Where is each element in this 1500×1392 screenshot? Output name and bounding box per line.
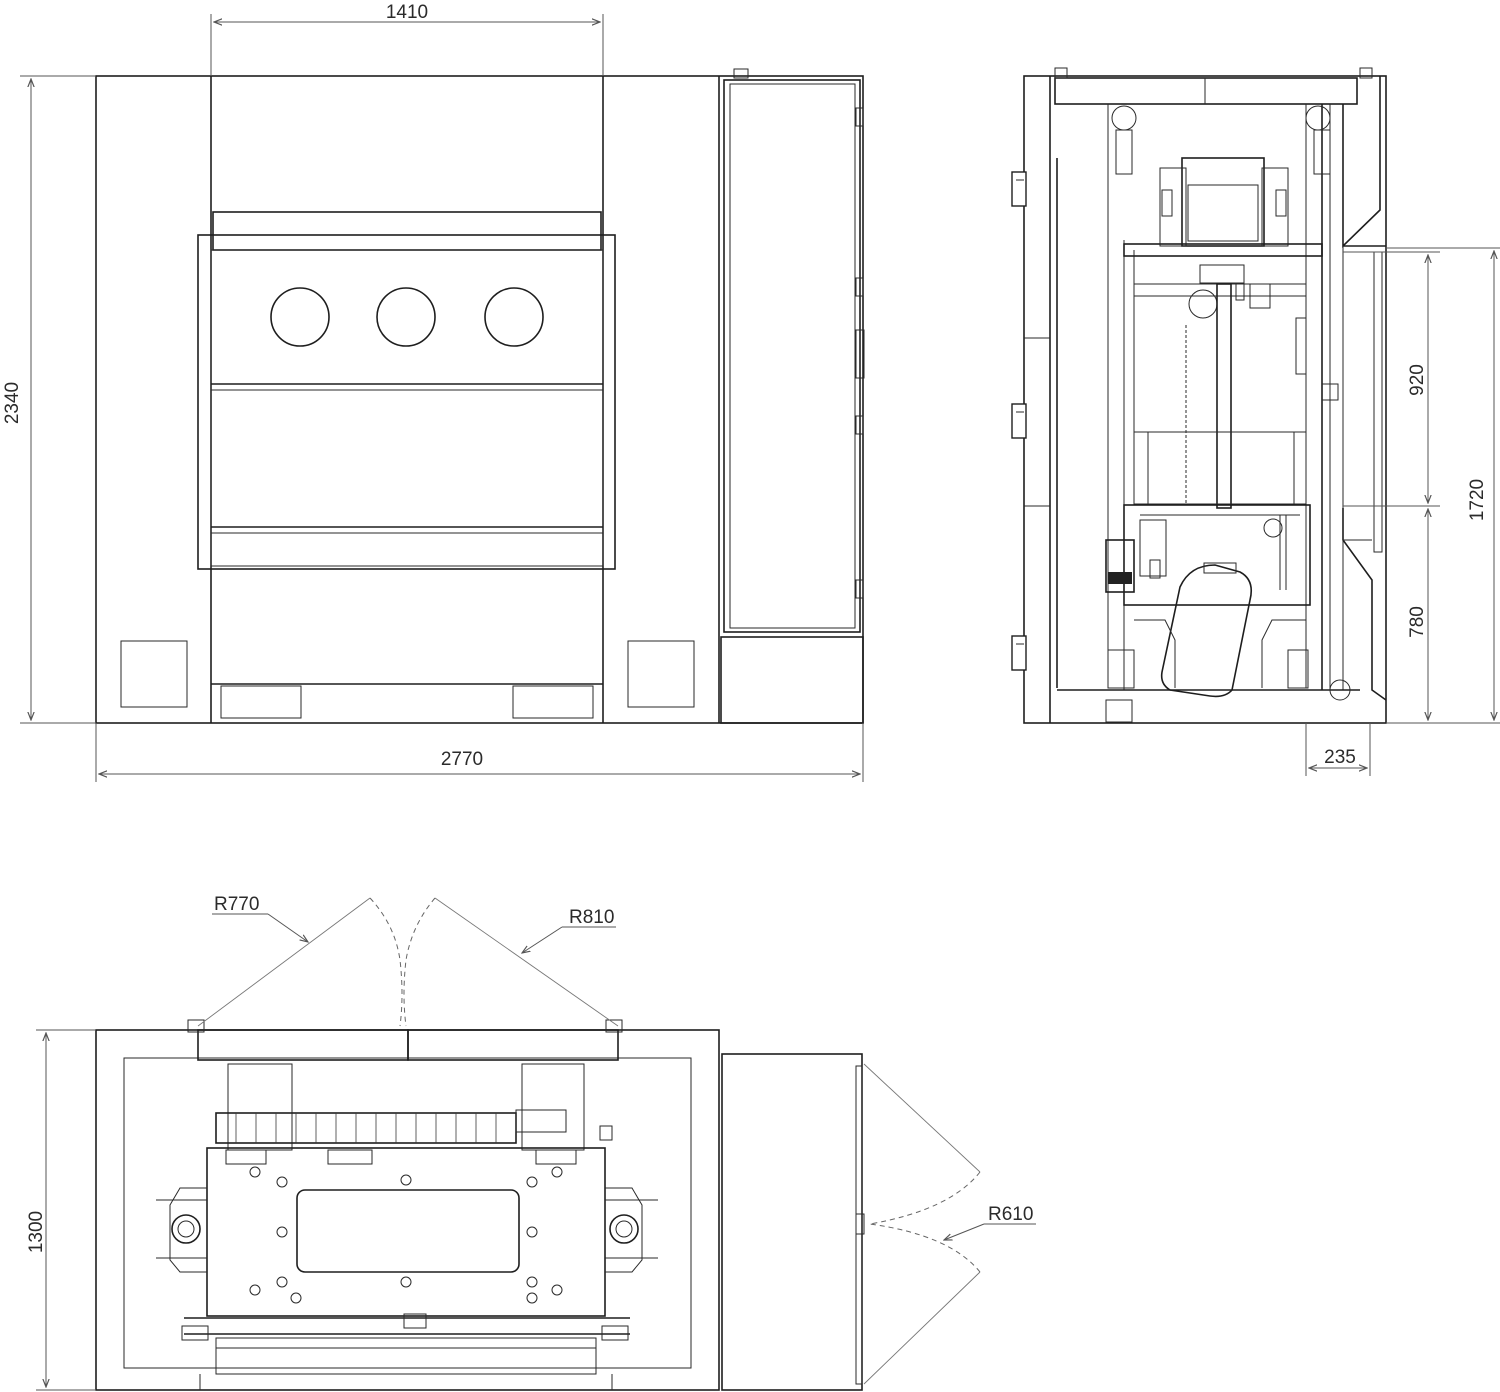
front-view [95, 68, 865, 724]
dim-label-920: 920 [1407, 364, 1428, 396]
radius-label-r610: R610 [988, 1204, 1033, 1225]
dim-1410: 1410 [210, 2, 604, 76]
dim-label-1720: 1720 [1467, 479, 1488, 521]
side-view [1011, 67, 1387, 724]
dim-1300: 1300 [26, 1029, 96, 1391]
dim-label-2770: 2770 [441, 749, 483, 770]
door-swing-left [197, 897, 403, 1027]
dim-label-2340: 2340 [2, 382, 23, 424]
dim-label-1300: 1300 [26, 1211, 47, 1253]
door-swing-right [403, 897, 619, 1027]
dim-label-235: 235 [1324, 747, 1356, 768]
radius-label-r810: R810 [569, 907, 614, 928]
dim-235: 235 [1305, 723, 1371, 776]
radius-label-r770: R770 [214, 894, 259, 915]
dim-2340: 2340 [2, 75, 96, 724]
dim-920: 920 [1343, 251, 1440, 507]
dim-1720: 1720 [1386, 247, 1500, 724]
dim-label-780: 780 [1407, 606, 1428, 638]
dim-label-1410: 1410 [386, 2, 428, 23]
callout-r610: R610 [944, 1204, 1036, 1240]
dim-780: 780 [1386, 509, 1440, 724]
plan-view [95, 1019, 865, 1391]
dim-2770: 2770 [95, 723, 864, 782]
door-swing-side [863, 1063, 981, 1385]
callout-r810: R810 [522, 907, 616, 953]
callout-r770: R770 [212, 894, 308, 942]
